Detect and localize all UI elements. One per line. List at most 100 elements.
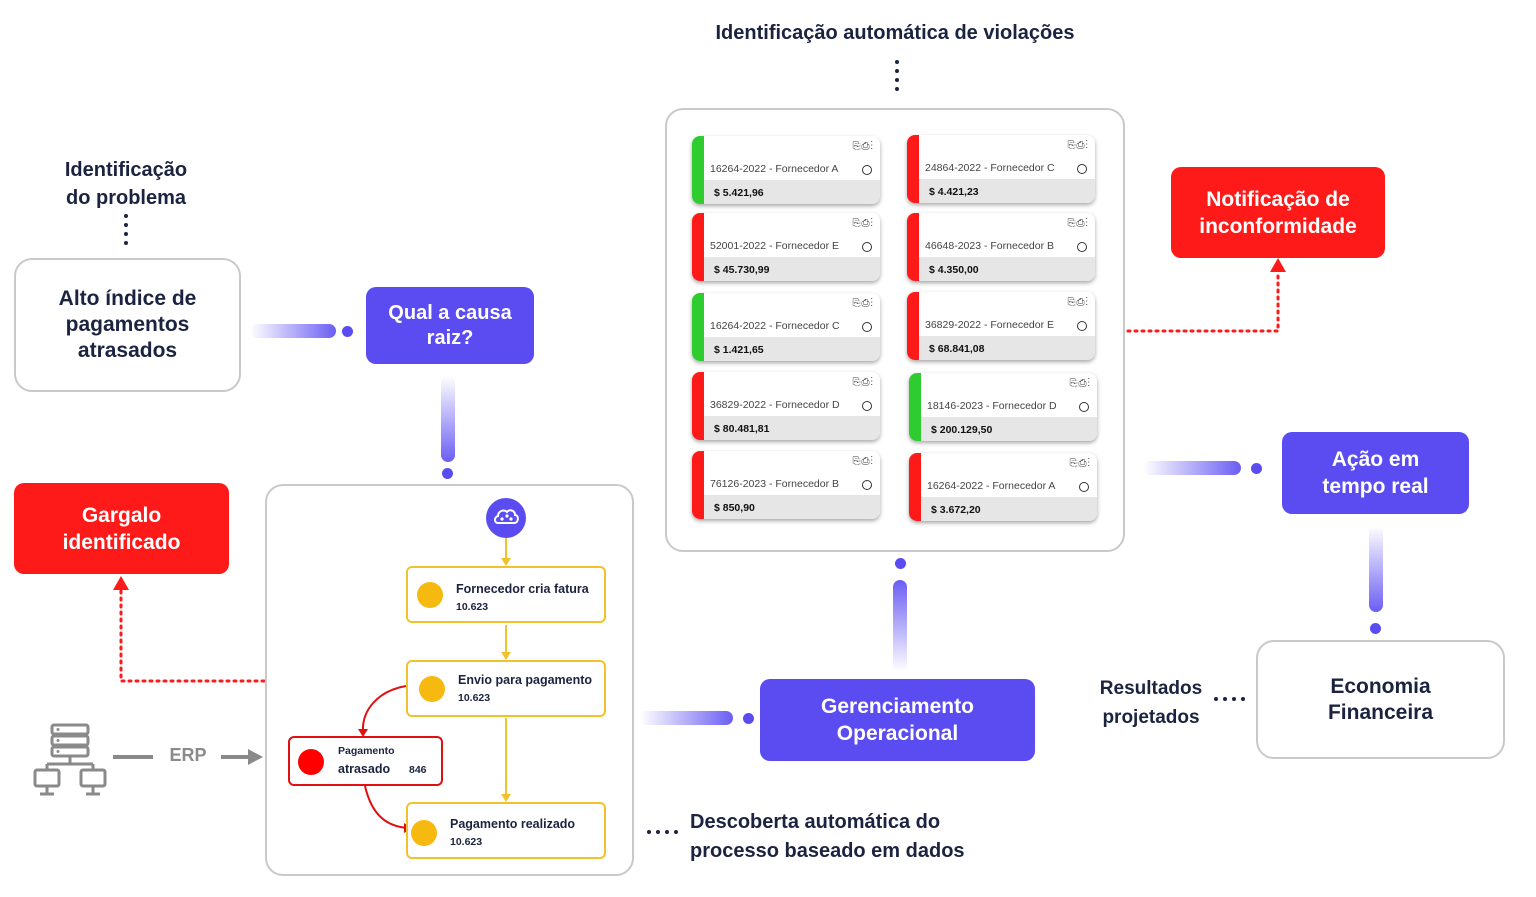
- invoice-card[interactable]: ⎘⎙⋮16264-2022 - Fornecedor C$ 1.421,65: [692, 293, 880, 361]
- invoice-card[interactable]: ⎘⎙⋮ 36829-2022 - Fornecedor D $ 80.481,81: [692, 372, 880, 440]
- status-bar: [692, 213, 704, 281]
- flow-connector: [1369, 526, 1383, 612]
- document-icons[interactable]: ⎘⎙⋮: [1067, 218, 1089, 229]
- process-step-payment-done[interactable]: Pagamento realizado 10.623: [406, 802, 606, 859]
- invoice-card[interactable]: ⎘⎙⋮ 36829-2022 - Fornecedor E $ 68.841,08: [907, 292, 1095, 360]
- invoice-ref: 16264-2022 - Fornecedor A: [927, 480, 1056, 492]
- status-bar: [692, 136, 704, 204]
- invoice-ref: 36829-2022 - Fornecedor D: [710, 399, 840, 411]
- notification-connector: [1126, 270, 1280, 333]
- step-status-dot: [419, 676, 445, 702]
- document-icons[interactable]: ⎘⎙⋮: [852, 456, 874, 467]
- process-step-late-payment[interactable]: Pagamento atrasado 846: [288, 736, 443, 786]
- document-icons[interactable]: ⎘⎙⋮: [852, 141, 874, 152]
- late-title-top: Pagamento: [338, 745, 395, 757]
- document-icons[interactable]: ⎘⎙⋮: [852, 377, 874, 388]
- invoice-amount: $ 4.421,23: [919, 179, 1095, 203]
- invoice-card[interactable]: ⎘⎙⋮46648-2023 - Fornecedor B$ 4.350,00: [907, 213, 1095, 281]
- erp-label: ERP: [169, 745, 207, 765]
- status-bar: [907, 292, 919, 360]
- step-status-dot: [411, 820, 437, 846]
- clock-icon: [1079, 402, 1089, 412]
- invoice-ref: 18146-2023 - Fornecedor D: [927, 400, 1057, 412]
- invoice-card[interactable]: ⎘⎙⋮ 52001-2022 - Fornecedor E $ 45.730,99: [692, 213, 880, 281]
- document-icons[interactable]: ⎘⎙⋮: [852, 218, 874, 229]
- problem-box-text: Alto índice de pagamentos atrasados: [58, 287, 197, 362]
- cloud-process-icon: [486, 498, 526, 538]
- erp-arrow-head: [248, 749, 263, 765]
- step-title: Fornecedor cria fatura: [456, 582, 589, 596]
- invoice-card[interactable]: ⎘⎙⋮76126-2023 - Fornecedor B$ 850,90: [692, 451, 880, 519]
- invoice-card[interactable]: ⎘⎙⋮ 16264-2022 - Fornecedor A $ 3.672,20: [909, 453, 1097, 521]
- invoice-amount: $ 5.421,96: [704, 180, 880, 204]
- projected-line2: projetados: [1102, 707, 1200, 728]
- invoice-amount: $ 850,90: [704, 495, 880, 519]
- step-status-dot: [417, 582, 443, 608]
- process-map-panel: Fornecedor cria fatura 10.623 Envio para…: [265, 484, 634, 876]
- flow-connector: [250, 324, 336, 338]
- document-icons[interactable]: ⎘⎙⋮: [1067, 140, 1089, 151]
- problem-box: Alto índice de pagamentos atrasados: [14, 258, 241, 392]
- clock-icon: [1079, 482, 1089, 492]
- clock-icon: [1077, 164, 1087, 174]
- bottleneck-connector: [119, 588, 266, 683]
- realtime-text: Ação em tempo real: [1322, 448, 1429, 498]
- flow-dot: [743, 713, 754, 724]
- discovery-label: Descoberta automática do processo basead…: [690, 808, 965, 866]
- status-bar: [909, 453, 921, 521]
- flow-dot: [895, 558, 906, 569]
- server-network-icon: [33, 723, 107, 796]
- step-title: Envio para pagamento: [458, 673, 593, 687]
- document-icons[interactable]: ⎘⎙⋮: [1067, 297, 1089, 308]
- status-bar: [909, 373, 921, 441]
- process-step-send-payment[interactable]: Envio para pagamento 10.623: [406, 660, 606, 717]
- root-cause-box: Qual a causa raiz?: [366, 287, 534, 364]
- invoice-amount: $ 200.129,50: [921, 417, 1097, 441]
- clock-icon: [1077, 321, 1087, 331]
- document-icons[interactable]: ⎘⎙⋮: [852, 298, 874, 309]
- late-status-dot: [298, 749, 324, 775]
- invoice-amount: $ 80.481,81: [704, 416, 880, 440]
- invoice-ref: 52001-2022 - Fornecedor E: [710, 240, 839, 252]
- problem-label-line1: Identificação: [64, 159, 188, 181]
- invoice-amount: $ 45.730,99: [704, 257, 880, 281]
- invoice-ref: 36829-2022 - Fornecedor E: [925, 319, 1054, 331]
- step-count: 10.623: [456, 601, 489, 613]
- invoice-card[interactable]: ⎘⎙⋮ 18146-2023 - Fornecedor D $ 200.129,50: [909, 373, 1097, 441]
- bottleneck-text: Gargalo identificado: [62, 503, 181, 554]
- status-bar: [692, 293, 704, 361]
- invoice-amount: $ 3.672,20: [921, 497, 1097, 521]
- flow-dot: [342, 326, 353, 337]
- invoice-amount: $ 68.841,08: [919, 336, 1095, 360]
- status-bar: [907, 135, 919, 203]
- invoice-card[interactable]: ⎘⎙⋮ 16264-2022 - Fornecedor A $ 5.421,96: [692, 136, 880, 204]
- late-count: 846: [409, 764, 427, 776]
- document-icons[interactable]: ⎘⎙⋮: [1069, 378, 1091, 389]
- status-bar: [907, 213, 919, 281]
- late-title-bottom: atrasado: [338, 762, 391, 776]
- invoice-amount: $ 1.421,65: [704, 337, 880, 361]
- economy-text: Economia Financeira: [1327, 674, 1434, 724]
- flow-dot: [1370, 623, 1381, 634]
- discovery-line2: processo baseado em dados: [690, 840, 965, 862]
- notification-text: Notificação de inconformidade: [1199, 187, 1357, 238]
- discovery-line1: Descoberta automática do: [690, 811, 941, 833]
- violations-title: Identificação automática de violações: [715, 22, 1075, 44]
- flow-connector: [1143, 461, 1241, 475]
- status-bar: [692, 451, 704, 519]
- process-step-create-invoice[interactable]: Fornecedor cria fatura 10.623: [406, 566, 606, 623]
- step-count: 10.623: [458, 692, 491, 704]
- invoice-ref: 16264-2022 - Fornecedor A: [710, 163, 839, 175]
- dots-connector: [895, 60, 899, 96]
- clock-icon: [862, 322, 872, 332]
- realtime-action-box: Ação em tempo real: [1282, 432, 1469, 514]
- dots-connector: [124, 214, 128, 250]
- invoice-card[interactable]: ⎘⎙⋮24864-2022 - Fornecedor C$ 4.421,23: [907, 135, 1095, 203]
- document-icons[interactable]: ⎘⎙⋮: [1069, 458, 1091, 469]
- clock-icon: [862, 480, 872, 490]
- flow-connector: [441, 376, 455, 462]
- clock-icon: [1077, 242, 1087, 252]
- clock-icon: [862, 242, 872, 252]
- clock-icon: [862, 165, 872, 175]
